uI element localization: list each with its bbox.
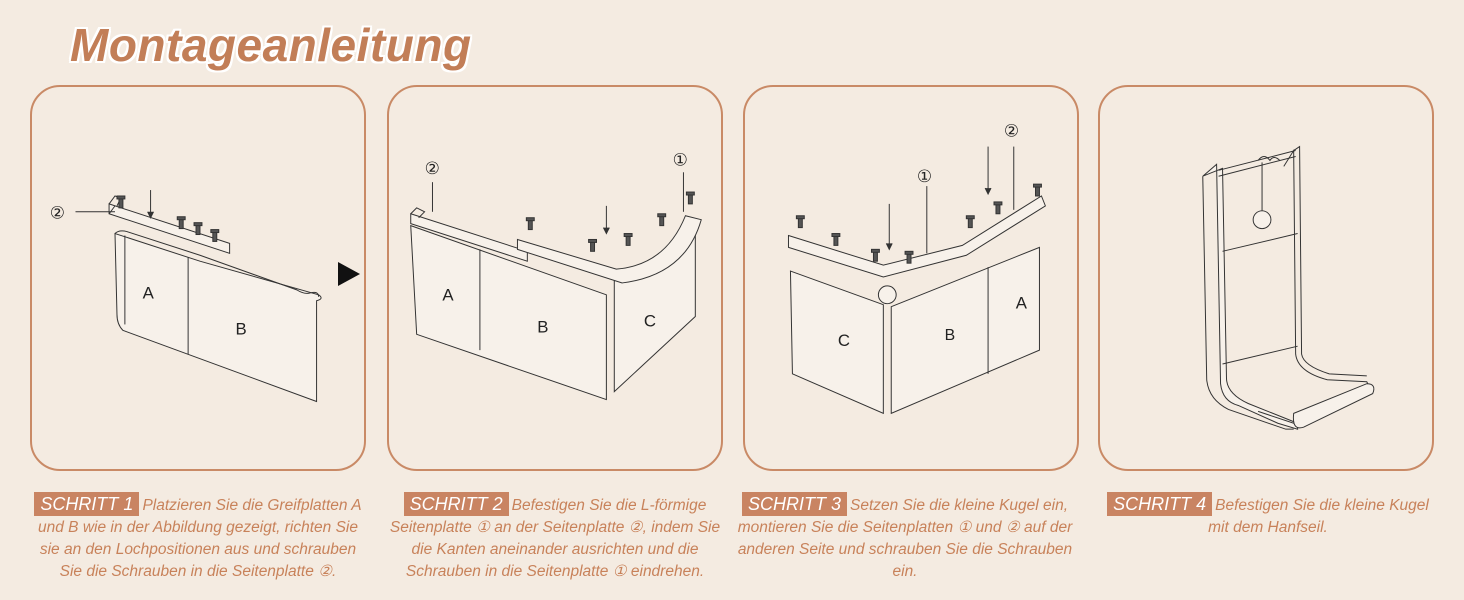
step-1-label-a: A <box>143 284 155 303</box>
step-3-num2-label: ② <box>1004 122 1019 141</box>
step-2-label-a: A <box>442 286 454 305</box>
step-3-num1-label: ① <box>917 167 932 186</box>
step-2-text: Befestigen Sie die L-förmige Seitenplatt… <box>389 497 721 580</box>
step-1-text: Platzieren Sie die Greifplatten A und B … <box>38 497 362 580</box>
step-1-diagram: ② A B <box>50 190 322 403</box>
step-2-illustration-panel: ② ① A B C <box>387 85 723 471</box>
page-title: Montageanleitung <box>70 19 472 71</box>
step-3-illustration-panel: ① ② C B A <box>743 85 1079 471</box>
step-2-label-b: B <box>537 317 548 336</box>
step-3-label-b: B <box>945 327 956 344</box>
step-2-diagram: ② ① A B C <box>410 150 702 401</box>
step-4-illustration-panel <box>1098 85 1434 471</box>
step-2-num2-label: ② <box>425 159 440 178</box>
step-4-text: Befestigen Sie die kleine Kugel mit dem … <box>1208 497 1429 536</box>
step-1-illustration-panel: ② A B <box>30 85 366 471</box>
step-3-text: Setzen Sie die kleine Kugel ein, montier… <box>737 497 1073 580</box>
step-2-label-c: C <box>644 311 656 330</box>
step-2-num1-label: ① <box>673 150 688 169</box>
next-step-arrow-icon <box>338 262 360 286</box>
step-1-num-label: ② <box>50 204 65 223</box>
step-3-badge: SCHRITT 3 <box>741 492 847 516</box>
step-1-label-b: B <box>236 319 247 338</box>
step-3-label-c: C <box>838 331 850 350</box>
step-2-badge: SCHRITT 2 <box>403 492 509 516</box>
step-1-badge: SCHRITT 1 <box>34 492 140 516</box>
step-4-badge: SCHRITT 4 <box>1107 492 1213 516</box>
step-3-label-a: A <box>1016 294 1028 313</box>
step-3-diagram: ① ② C B A <box>787 122 1046 415</box>
step-4-diagram <box>1202 145 1375 430</box>
